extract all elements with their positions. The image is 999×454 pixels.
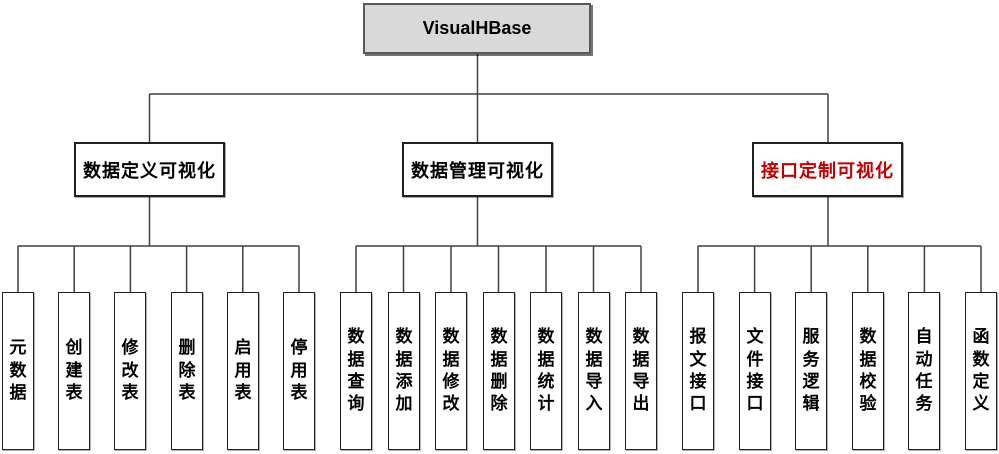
leaf-node: 元数据	[2, 292, 34, 450]
leaf-label: 数据导入	[585, 327, 603, 414]
branch-data-management: 数据管理可视化	[402, 142, 553, 197]
branch-label: 数据定义可视化	[83, 160, 216, 181]
leaf-label: 数据统计	[537, 327, 555, 414]
leaf-label: 数据添加	[395, 327, 413, 414]
leaf-label: 数据校验	[859, 327, 877, 414]
leaf-node: 服务逻辑	[795, 292, 827, 450]
leaf-label: 数据导出	[632, 327, 650, 414]
leaf-label: 停用表	[290, 338, 308, 403]
leaf-node: 数据统计	[530, 292, 562, 450]
leaf-label: 元数据	[9, 338, 27, 403]
branch-interface-customization: 接口定制可视化	[752, 142, 903, 197]
leaf-node: 报文接口	[682, 292, 714, 450]
leaf-node: 数据导入	[578, 292, 610, 450]
leaf-node: 数据添加	[388, 292, 420, 450]
root-node: VisualHBase	[363, 3, 591, 54]
leaf-label: 服务逻辑	[802, 327, 820, 414]
leaf-node: 数据删除	[483, 292, 515, 450]
leaf-node: 创建表	[58, 292, 90, 450]
leaf-node: 启用表	[227, 292, 259, 450]
leaf-label: 修改表	[121, 338, 139, 403]
leaf-node: 数据查询	[340, 292, 372, 450]
leaf-label: 数据查询	[347, 327, 365, 414]
leaf-label: 报文接口	[689, 327, 707, 414]
leaf-label: 删除表	[178, 338, 196, 403]
branch-data-definition: 数据定义可视化	[74, 142, 225, 197]
root-label: VisualHBase	[422, 18, 532, 38]
leaf-node: 数据校验	[852, 292, 884, 450]
leaf-label: 函数定义	[972, 327, 990, 414]
branch-label: 数据管理可视化	[411, 160, 544, 181]
leaf-node: 文件接口	[739, 292, 771, 450]
branch-label: 接口定制可视化	[761, 160, 894, 181]
leaf-node: 数据导出	[625, 292, 657, 450]
leaf-node: 函数定义	[965, 292, 997, 450]
leaf-node: 停用表	[283, 292, 315, 450]
leaf-label: 数据删除	[490, 327, 508, 414]
leaf-node: 数据修改	[435, 292, 467, 450]
leaf-label: 自动任务	[915, 327, 933, 414]
leaf-label: 创建表	[65, 338, 83, 403]
leaf-node: 自动任务	[908, 292, 940, 450]
leaf-label: 文件接口	[746, 327, 764, 414]
leaf-node: 修改表	[114, 292, 146, 450]
leaf-label: 启用表	[234, 338, 252, 403]
leaf-label: 数据修改	[442, 327, 460, 414]
leaf-node: 删除表	[171, 292, 203, 450]
